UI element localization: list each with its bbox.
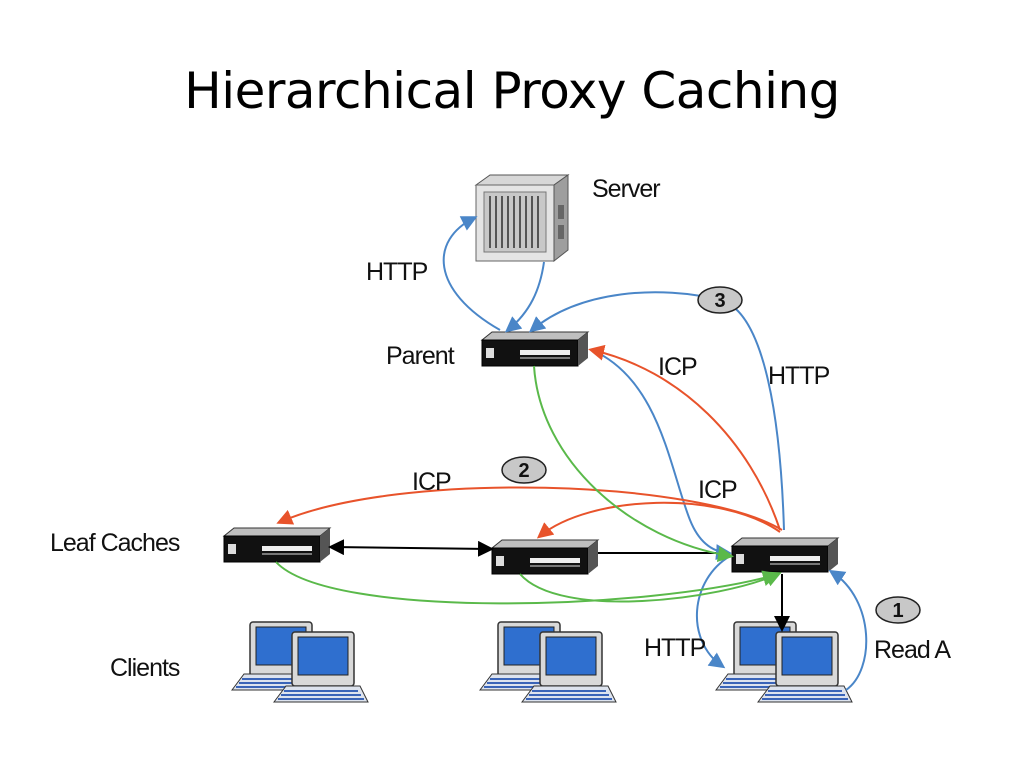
- icp-middle-label: ICP: [698, 476, 737, 504]
- icp-leaf-to-middle-arrow: [536, 501, 781, 539]
- response-parent-to-leaf-arrow: [533, 365, 734, 562]
- leaf-caches-label: Leaf Caches: [50, 529, 180, 557]
- leaf-link-left-middle: [328, 539, 494, 557]
- server-label: Server: [592, 175, 660, 203]
- http-leaf-to-client-arrow: [695, 555, 731, 669]
- client-middle-icon: [480, 622, 616, 702]
- http-leaf-to-parent-arrow: [528, 291, 785, 531]
- http-client-label: HTTP: [644, 634, 706, 662]
- leaf-cache-middle-icon: [491, 539, 599, 575]
- icp-left-label: ICP: [412, 468, 451, 496]
- icp-leaf-to-parent-arrow: [588, 344, 781, 531]
- leaf-cache-left-icon: [223, 527, 331, 563]
- step-badge-1: 1: [875, 596, 921, 624]
- read-a-request-arrow: [828, 569, 868, 691]
- client-right-icon: [716, 622, 852, 702]
- parent-label: Parent: [386, 342, 455, 370]
- parent-cache-icon: [481, 331, 589, 367]
- http-parent-to-leaf-arrow: [591, 349, 732, 561]
- http-parent-label: HTTP: [768, 362, 830, 390]
- slide-title: Hierarchical Proxy Caching: [184, 62, 840, 120]
- http-server-label: HTTP: [366, 258, 428, 286]
- step-badge-3: 3: [697, 286, 743, 314]
- svg-text:3: 3: [714, 290, 725, 312]
- response-left-to-leaf-arrow: [275, 561, 779, 605]
- icp-parent-label: ICP: [658, 353, 697, 381]
- http-parent-to-server-arrow: [442, 216, 501, 331]
- clients-label: Clients: [110, 654, 180, 682]
- server-icon: [474, 174, 570, 263]
- leaf-cache-right-icon: [731, 537, 839, 573]
- svg-text:2: 2: [518, 460, 529, 482]
- svg-text:1: 1: [892, 600, 903, 622]
- http-server-to-parent-arrow: [504, 261, 545, 333]
- read-a-label: Read A: [874, 636, 951, 664]
- step-badge-2: 2: [501, 456, 547, 484]
- response-middle-to-leaf-arrow: [519, 571, 782, 603]
- client-left-icon: [232, 622, 368, 702]
